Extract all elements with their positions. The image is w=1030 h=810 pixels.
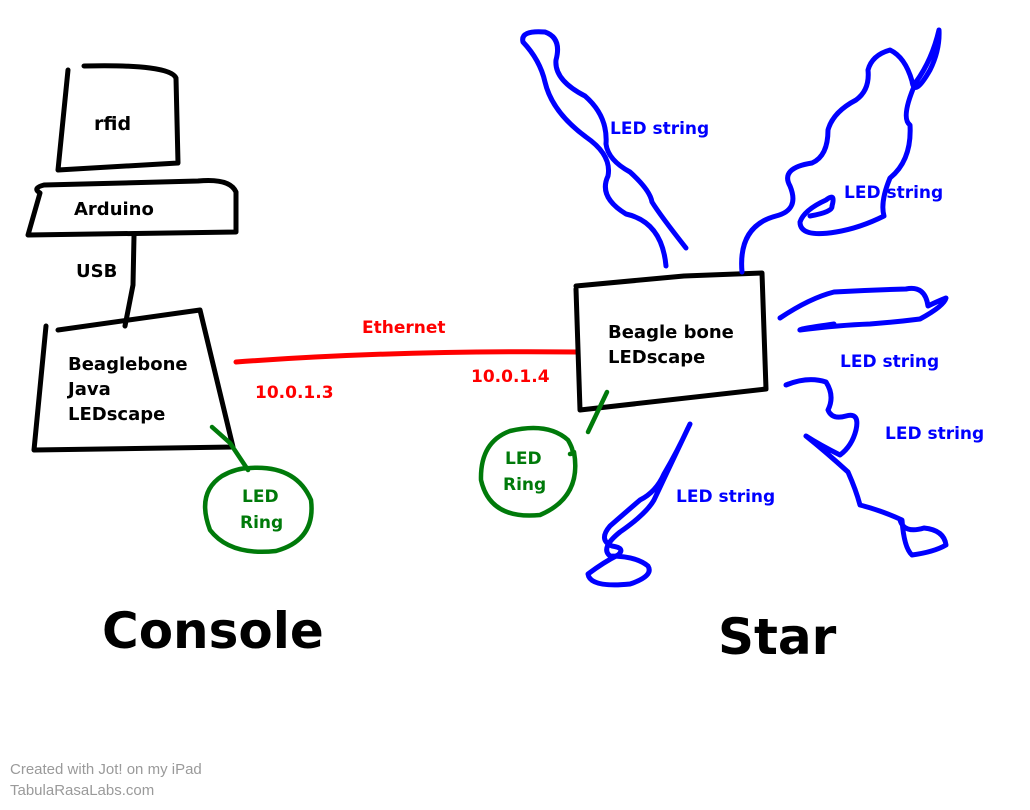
star-title: Star: [718, 608, 837, 666]
led-string-bottom-right: [783, 377, 949, 558]
usb-label: USB: [76, 261, 117, 282]
star-ip-label: 10.0.1.4: [471, 367, 550, 387]
star-led-ring: [478, 425, 578, 518]
console-ring-line-2: Ring: [240, 513, 283, 533]
ethernet-label: Ethernet: [362, 318, 446, 338]
console-beaglebone-line-2: Java: [66, 379, 111, 400]
ethernet-cable: [233, 349, 581, 365]
rfid-label: rfid: [94, 113, 131, 135]
led-string-bottom: [585, 421, 693, 588]
footer-website: TabulaRasaLabs.com: [10, 782, 155, 799]
console-title: Console: [102, 602, 324, 660]
console-beaglebone-line-3: LEDscape: [68, 404, 165, 425]
console-ip-label: 10.0.1.3: [255, 383, 334, 403]
console-ring-connector: [209, 424, 251, 473]
led-string-label-2: LED string: [844, 183, 943, 203]
star-beaglebone-line-2: LEDscape: [608, 347, 705, 368]
console-led-ring: [202, 465, 314, 554]
console-ring-line-1: LED: [242, 487, 279, 507]
star-ring-connector: [585, 389, 610, 435]
led-string-top-right: [739, 27, 942, 275]
footer-credit: Created with Jot! on my iPad: [10, 761, 202, 778]
usb-cable: [122, 233, 137, 329]
console-beaglebone-line-1: Beaglebone: [68, 354, 188, 375]
console-beaglebone-box: [31, 307, 236, 453]
led-string-right: [777, 285, 949, 333]
star-beaglebone-box: [573, 270, 769, 413]
led-string-top: [520, 29, 689, 269]
led-string-label-3: LED string: [840, 352, 939, 372]
arduino-label: Arduino: [74, 199, 154, 220]
led-string-label-1: LED string: [610, 119, 709, 139]
led-string-label-4: LED string: [885, 424, 984, 444]
star-ring-line-1: LED: [505, 449, 542, 469]
star-ring-line-2: Ring: [503, 475, 546, 495]
rfid-box: [55, 63, 181, 173]
star-beaglebone-line-1: Beagle bone: [608, 322, 734, 343]
led-string-label-5: LED string: [676, 487, 775, 507]
arduino-box: [25, 178, 239, 238]
